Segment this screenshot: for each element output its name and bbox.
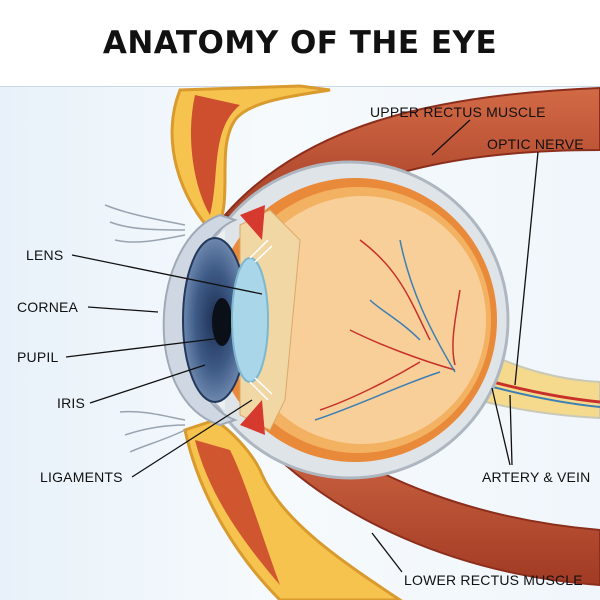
label-pupil: PUPIL (17, 349, 59, 365)
label-lens: LENS (26, 247, 64, 263)
leader-line-ligaments (131, 399, 253, 478)
vitreous (238, 196, 486, 444)
leader-line-optic-nerve (514, 151, 539, 386)
eyelashes (104, 204, 186, 453)
lens (231, 257, 269, 383)
lower-eyelid-muscle (195, 440, 280, 585)
leader-line-vein (509, 394, 513, 466)
leader-line-upper-rectus (431, 119, 471, 156)
label-artery-vein: ARTERY & VEIN (482, 469, 591, 485)
retinal-vessels (314, 239, 461, 421)
ligaments (249, 239, 273, 401)
ciliary-muscle (240, 205, 265, 435)
leader-line-lower-rectus (371, 532, 403, 573)
page-title: ANATOMY OF THE EYE (102, 25, 498, 61)
leader-line-artery (491, 387, 511, 466)
leader-line-cornea (87, 306, 159, 313)
leader-line-lens (71, 254, 263, 295)
leader-line-iris (89, 364, 206, 404)
label-ligaments: LIGAMENTS (40, 469, 123, 485)
header: ANATOMY OF THE EYE (0, 0, 600, 87)
leader-line-pupil (65, 337, 223, 358)
upper-eyelid-muscle (190, 95, 240, 215)
label-upper-rectus-muscle: UPPER RECTUS MUSCLE (370, 104, 546, 120)
label-lower-rectus-muscle: LOWER RECTUS MUSCLE (404, 572, 583, 588)
pupil (212, 298, 232, 346)
label-cornea: CORNEA (17, 299, 79, 315)
label-optic-nerve: OPTIC NERVE (487, 136, 584, 152)
lower-eyelid (183, 418, 403, 600)
label-iris: IRIS (57, 395, 86, 411)
leader-lines (65, 119, 539, 573)
